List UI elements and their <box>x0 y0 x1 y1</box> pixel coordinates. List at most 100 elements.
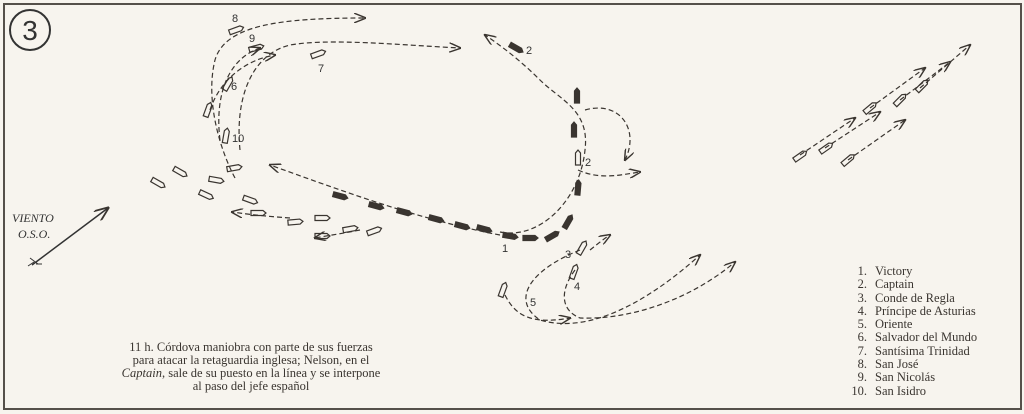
ship-legend: 1. Victory 2. Captain 3. Conde de Regla 4. Prín… <box>845 264 978 398</box>
spanish-ship <box>197 188 215 201</box>
caption-text: , sale de su puesto en la línea y se int… <box>161 366 381 380</box>
legend-number: 1. <box>857 264 867 278</box>
spanish-ship <box>227 25 245 36</box>
british-ship <box>574 179 582 196</box>
legend-number: 10. <box>851 383 867 398</box>
ship-label-10: 10 <box>232 133 244 145</box>
ship-label-2: 2 <box>526 45 532 57</box>
legend-number: 5. <box>857 317 867 332</box>
spanish-ship <box>314 214 331 222</box>
spanish-ship <box>817 142 834 155</box>
legend-item: 4. Príncipe de Asturias <box>845 303 977 318</box>
ship-label-4: 4 <box>574 281 580 293</box>
british-ship <box>395 207 413 217</box>
spanish-ship <box>568 263 579 281</box>
legend-item: 7. Santísima Trinidad <box>845 343 977 358</box>
british-ship <box>501 231 519 240</box>
spanish-ship <box>221 76 234 93</box>
wind-label: VIENTO <box>12 211 54 225</box>
british-ship <box>543 230 560 243</box>
british-ship <box>367 201 385 211</box>
legend-ship-name: Príncipe de Asturias <box>875 303 976 318</box>
spanish-ship <box>287 218 304 226</box>
movement-paths <box>209 18 970 324</box>
legend-ship-name: Salvador del Mundo <box>875 330 978 345</box>
spanish-ship <box>497 281 508 299</box>
legend-number: 7. <box>857 343 867 358</box>
spanish-ship <box>575 240 588 257</box>
british-ship <box>570 121 578 138</box>
plate-number: 3 <box>22 15 38 46</box>
plate-frame <box>3 3 1022 410</box>
spanish-ship <box>207 175 225 184</box>
spanish-ship <box>341 225 359 234</box>
spanish-ship <box>309 49 327 60</box>
legend-ship-name: Conde de Regla <box>875 290 955 305</box>
british-ship <box>561 214 574 231</box>
british-ship <box>507 41 524 54</box>
spanish-ship <box>892 93 907 108</box>
ship-label-6: 6 <box>231 81 237 93</box>
legend-item: 9.San Nicolás <box>845 370 977 385</box>
spanish-ship <box>250 209 267 217</box>
wind-arrow-fletching <box>27 257 42 267</box>
british-ship <box>331 191 349 201</box>
legend-ship-name: San Isidro <box>875 383 927 398</box>
spanish-ship <box>862 102 877 116</box>
legend-number: 2. <box>857 277 867 292</box>
ship-label-3: 3 <box>565 249 571 261</box>
legend-item: 3. Conde de Regla <box>845 290 977 305</box>
legend-ship-name: Captain <box>875 277 914 292</box>
legend-item: 6. Salvador del Mundo <box>845 330 978 345</box>
ships <box>149 25 929 299</box>
wind-arrow <box>31 208 108 266</box>
spanish-ship <box>202 101 213 119</box>
ship-label-9: 9 <box>249 33 255 45</box>
legend-item: 10. San Isidro <box>845 383 977 398</box>
ship-label-1: 1 <box>502 243 508 255</box>
ship-label-8: 8 <box>232 13 238 25</box>
legend-ship-name: Santísima Trinidad <box>875 343 970 358</box>
spanish-ship <box>365 226 383 237</box>
caption-line: 11 h. Córdova maniobra con parte de sus … <box>129 340 373 354</box>
british-ship <box>427 214 445 224</box>
caption-ship-name: Captain <box>121 366 162 380</box>
british-ship <box>453 221 471 231</box>
spanish-ship <box>914 79 929 94</box>
caption: 11 h. Córdova maniobra con parte de sus … <box>86 341 416 393</box>
caption-line: al paso del jefe español <box>192 379 310 393</box>
legend-ship-name: San José <box>875 357 919 372</box>
legend-number: 4. <box>857 303 867 318</box>
legend-number: 6. <box>857 330 867 345</box>
spanish-ship <box>574 149 582 166</box>
legend-item: 5. Oriente <box>845 317 977 332</box>
spanish-ship <box>171 165 188 178</box>
spanish-ship <box>241 194 259 205</box>
legend-ship-name: Oriente <box>875 317 913 332</box>
legend-number: 8. <box>857 357 867 372</box>
spanish-ship <box>314 232 331 240</box>
british-ship <box>522 234 539 242</box>
spanish-ship <box>225 164 243 173</box>
legend-ship-name: San Nicolás <box>875 370 936 385</box>
wind-direction: O.S.O. <box>18 227 50 241</box>
legend-item: 8. San José <box>845 357 977 372</box>
spanish-ship <box>149 176 166 189</box>
spanish-ship <box>247 43 265 53</box>
spanish-ship <box>791 150 808 163</box>
plate-number-circle <box>9 9 51 51</box>
spanish-ship <box>840 154 855 168</box>
legend-number: 3. <box>857 290 867 305</box>
british-ship <box>573 87 581 104</box>
ship-label-5: 5 <box>530 297 536 309</box>
british-ship <box>475 224 493 234</box>
ship-label-2b: 2 <box>585 157 591 169</box>
caption-line: para atacar la retaguardia inglesa; Nels… <box>132 353 370 367</box>
legend-item: 1. Victory <box>845 264 977 278</box>
ship-label-7: 7 <box>318 63 324 75</box>
spanish-ship <box>221 127 230 145</box>
legend-ship-name: Victory <box>875 264 913 278</box>
legend-item: 2. Captain <box>845 277 977 292</box>
